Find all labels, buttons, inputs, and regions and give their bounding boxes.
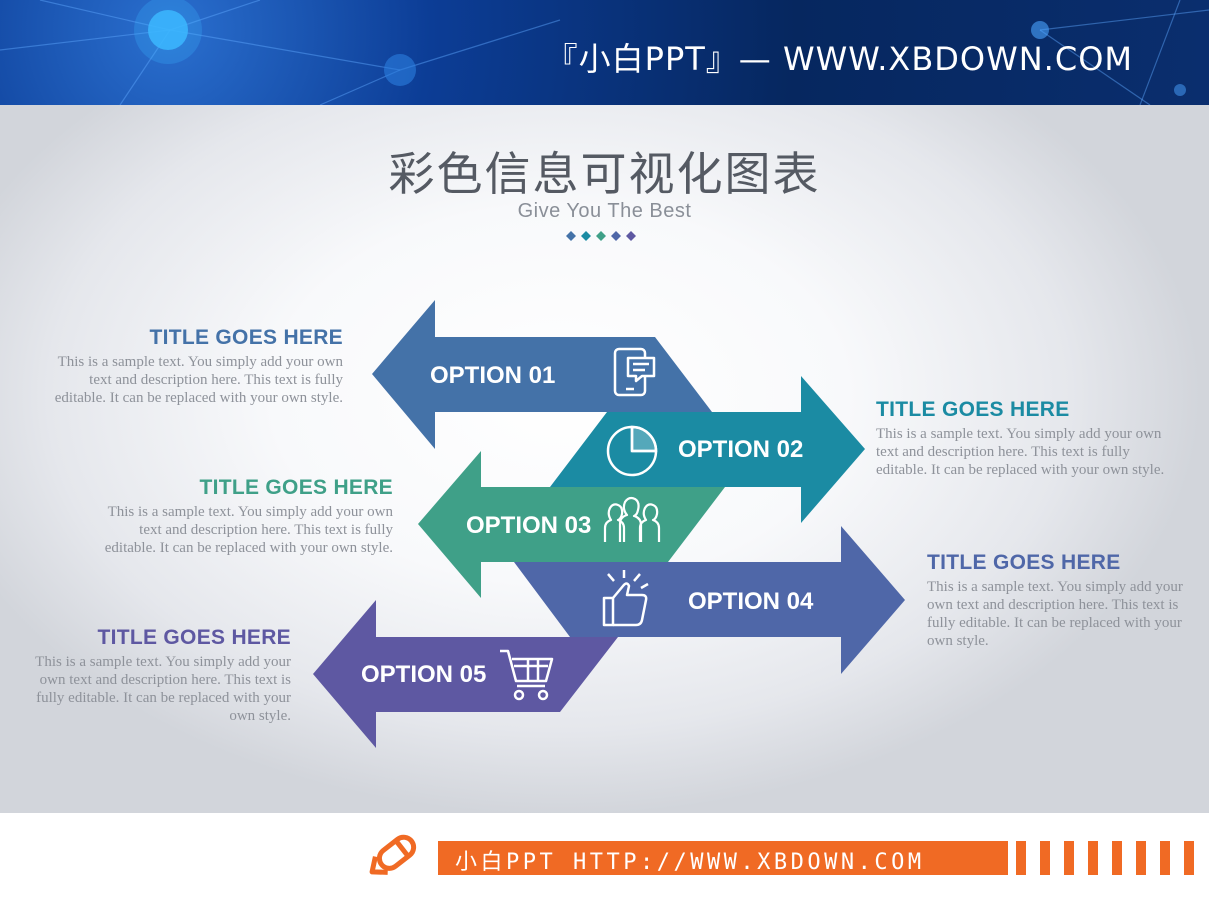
network-background-graphic xyxy=(0,0,1209,105)
page-title: 彩色信息可视化图表 xyxy=(388,147,821,201)
pie-chart-icon xyxy=(606,425,658,477)
option-05-body: This is a sample text. You simply add yo… xyxy=(35,654,291,724)
footer-stripe xyxy=(1136,841,1146,875)
option-03-body: This is a sample text. You simply add yo… xyxy=(104,504,393,556)
option-04-title: TITLE GOES HERE xyxy=(927,551,1121,574)
footer-stripe xyxy=(1112,841,1122,875)
header-banner: 『小白PPT』— WWW.XBDOWN.COM xyxy=(0,0,1209,105)
option-05-title: TITLE GOES HERE xyxy=(97,626,291,649)
option-02-arrow xyxy=(550,376,865,523)
option-03-label: OPTION 03 xyxy=(466,512,591,539)
team-icon xyxy=(603,496,661,542)
option-05-description: TITLE GOES HERE This is a sample text. Y… xyxy=(30,626,291,725)
option-04-body: This is a sample text. You simply add yo… xyxy=(927,579,1183,649)
footer-stripe xyxy=(1184,841,1194,875)
option-05-label: OPTION 05 xyxy=(361,661,486,688)
option-02-description: TITLE GOES HERE This is a sample text. Y… xyxy=(876,398,1176,479)
option-01-label: OPTION 01 xyxy=(430,362,555,389)
footer-stripe xyxy=(1160,841,1170,875)
header-title: 『小白PPT』— WWW.XBDOWN.COM xyxy=(545,40,1133,78)
footer-url-bar xyxy=(438,841,1008,875)
option-03-description: TITLE GOES HERE This is a sample text. Y… xyxy=(93,476,393,557)
option-01-title: TITLE GOES HERE xyxy=(149,326,343,349)
option-01-arrow xyxy=(372,300,712,449)
option-04-description: TITLE GOES HERE This is a sample text. Y… xyxy=(927,551,1189,650)
option-01-description: TITLE GOES HERE This is a sample text. Y… xyxy=(43,326,343,407)
chat-phone-icon xyxy=(613,347,656,397)
footer-stripe xyxy=(1088,841,1098,875)
option-02-body: This is a sample text. You simply add yo… xyxy=(876,426,1165,478)
shopping-cart-icon xyxy=(500,649,554,701)
option-03-title: TITLE GOES HERE xyxy=(199,476,393,499)
diamond-dots-decoration xyxy=(566,231,636,241)
page-subtitle: Give You The Best xyxy=(517,200,692,222)
option-05-arrow xyxy=(313,600,618,748)
option-03-arrow xyxy=(418,451,725,598)
option-02-label: OPTION 02 xyxy=(678,436,803,463)
footer-url-text[interactable]: 小白PPT HTTP://WWW.XBDOWN.COM xyxy=(455,850,925,875)
pencil-logo-icon xyxy=(369,834,417,875)
thumbs-up-icon xyxy=(602,570,649,627)
option-04-arrow xyxy=(514,526,905,674)
footer-stripe xyxy=(1016,841,1026,875)
footer-stripe xyxy=(1040,841,1050,875)
option-01-body: This is a sample text. You simply add yo… xyxy=(54,354,343,406)
footer-stripe xyxy=(1064,841,1074,875)
option-04-label: OPTION 04 xyxy=(688,588,814,615)
option-02-title: TITLE GOES HERE xyxy=(876,398,1070,421)
